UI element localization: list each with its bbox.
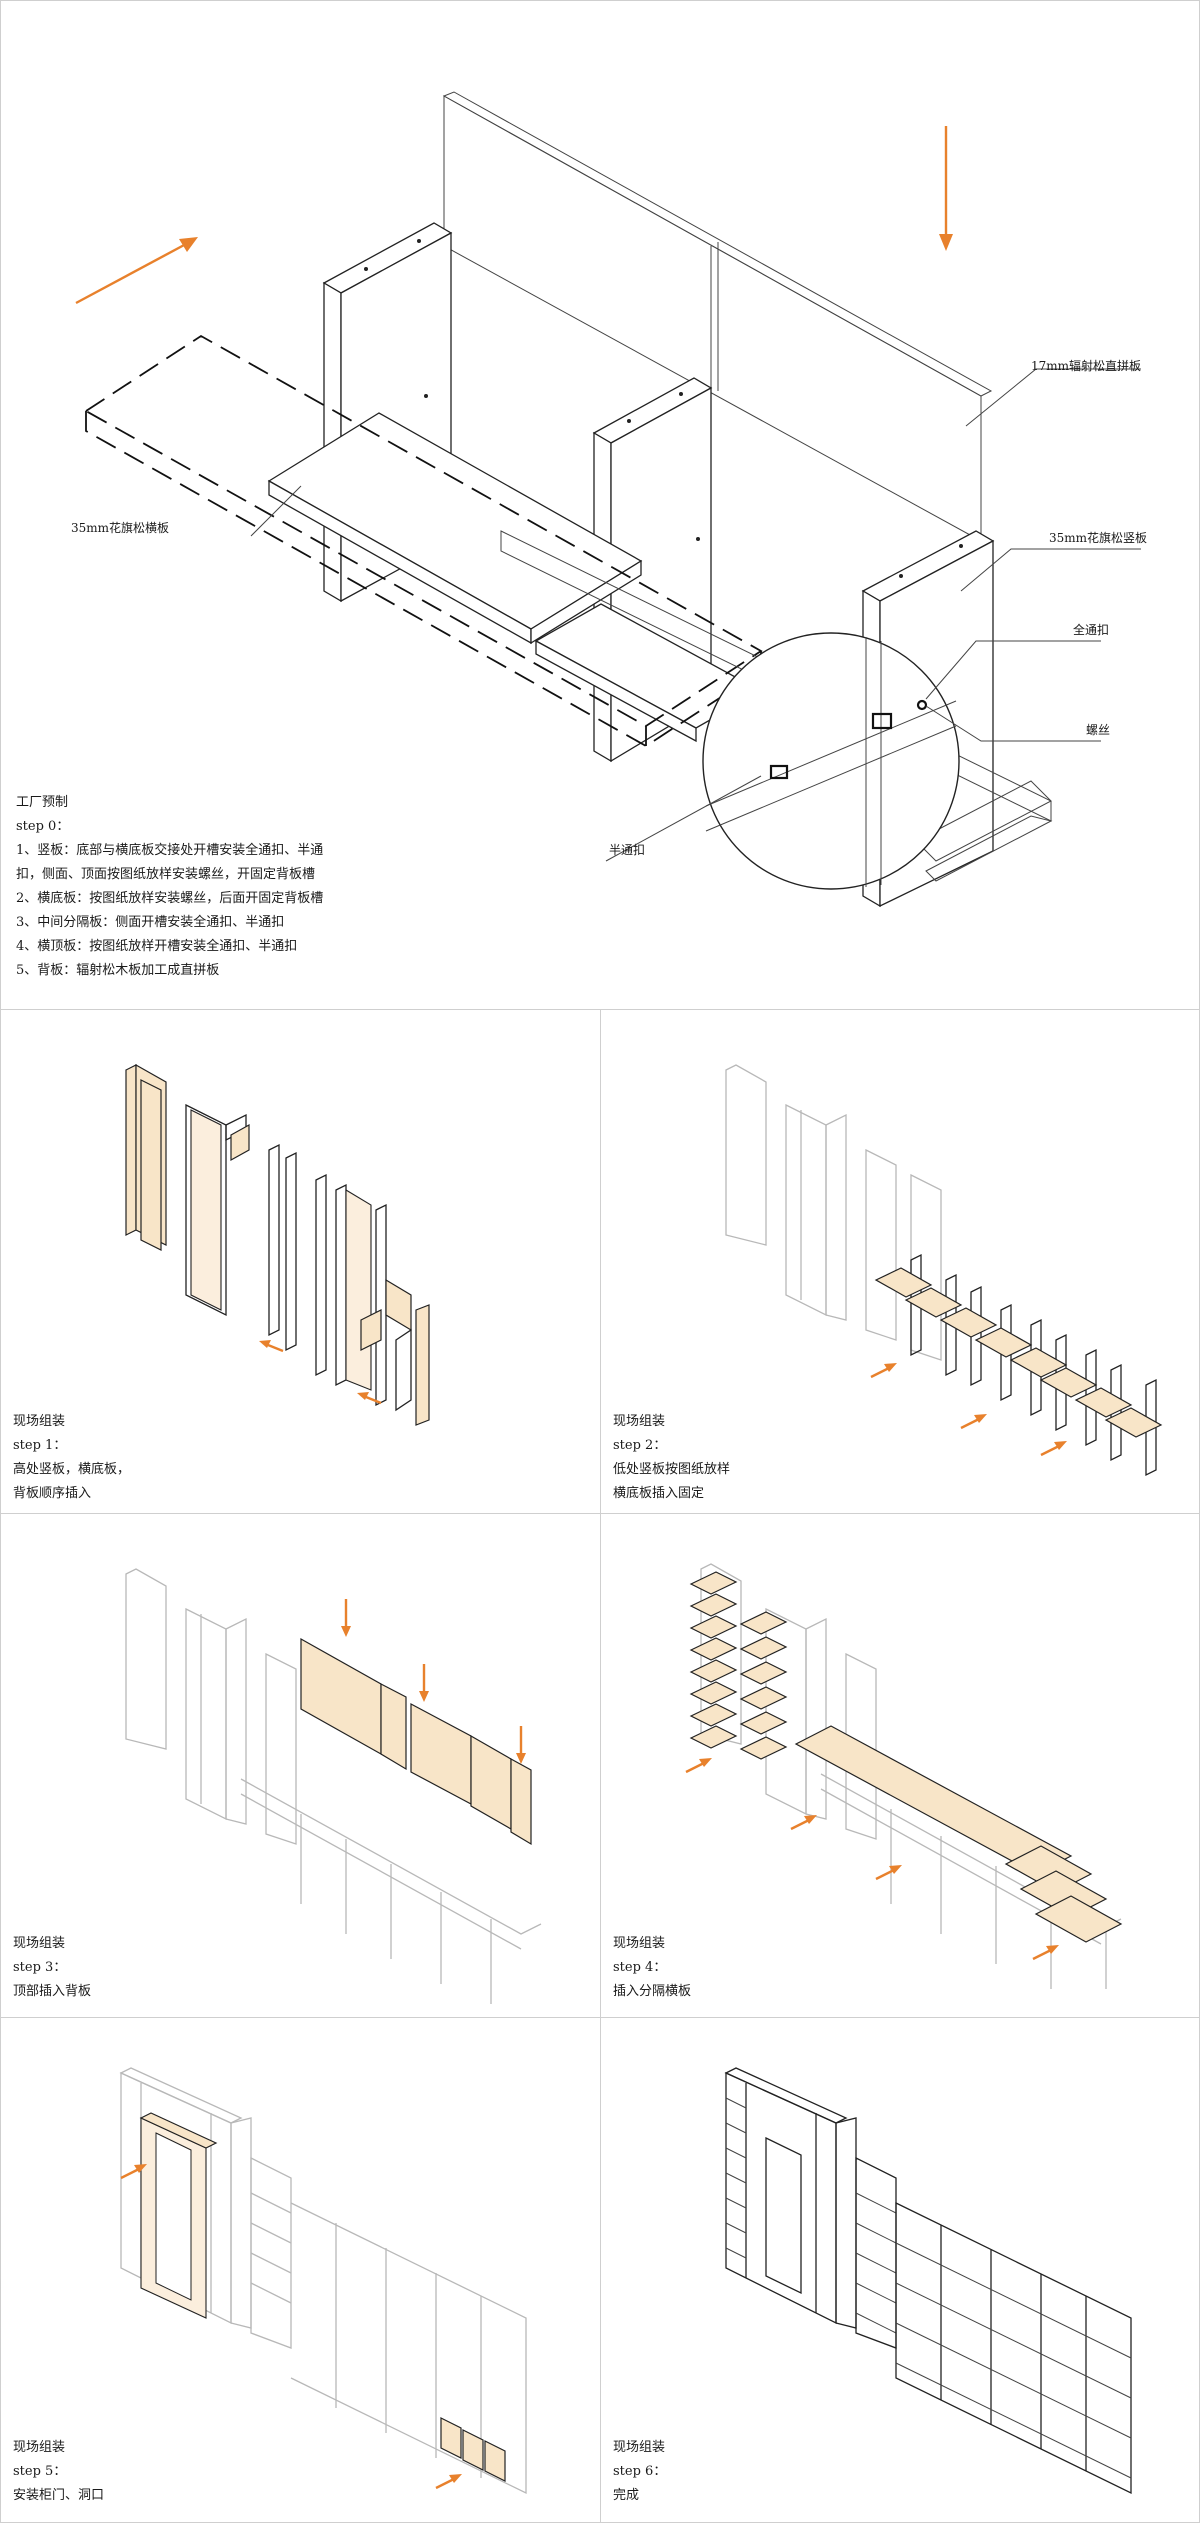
step-1-panel: 现场组装 step 1： 高处竖板，横底板， 背板顺序插入 xyxy=(0,1009,601,1514)
step-line: 低处竖板按图纸放样 xyxy=(613,1462,731,1477)
caption-title: 工厂预制 xyxy=(16,795,69,810)
step-title: 现场组装 xyxy=(13,1936,66,1951)
step-line: 安装柜门、洞口 xyxy=(13,2488,105,2503)
step-line: 横底板插入固定 xyxy=(613,1486,705,1501)
installed-ghost-cabinet xyxy=(125,1568,542,2004)
caption-line: 5、背板：辐射松木板加工成直拼板 xyxy=(16,963,220,978)
step-line: 插入分隔横板 xyxy=(613,1984,692,1999)
step-line: 高处竖板，横底板， xyxy=(13,1462,131,1477)
base-rail-end xyxy=(915,780,1052,862)
caption-line: 3、中间分隔板：侧面开槽安装全通扣、半通扣 xyxy=(16,915,285,930)
step-2-diagram xyxy=(725,1064,1163,1477)
step-number: step 2： xyxy=(613,1438,667,1453)
screw-icon xyxy=(916,699,928,711)
factory-prefab-caption: 工厂预制 step 0： 1、竖板：底部与横底板交接处开槽安装全通扣、半通 扣，… xyxy=(16,791,323,983)
insert-direction-arrow xyxy=(75,242,187,305)
finished-cabinet xyxy=(724,2067,1132,2495)
step-title: 现场组装 xyxy=(13,1414,66,1429)
step-6-caption: 现场组装 step 6： 完成 xyxy=(613,2436,666,2508)
label-half-clip: 半通扣 xyxy=(609,843,646,857)
caption-line: 1、竖板：底部与横底板交接处开槽安装全通扣、半通 xyxy=(16,843,324,858)
step-title: 现场组装 xyxy=(613,1936,666,1951)
step-6-panel: 现场组装 step 6： 完成 xyxy=(600,2017,1200,2523)
step-1-caption: 现场组装 step 1： 高处竖板，横底板， 背板顺序插入 xyxy=(13,1410,130,1506)
floor-boards xyxy=(874,1267,1163,1438)
step-line: 背板顺序插入 xyxy=(13,1486,92,1501)
label-back-panel: 17mm辐射松直拼板 xyxy=(1031,359,1142,373)
step-line: 顶部插入背板 xyxy=(13,1984,92,1999)
caption-line: 4、横顶板：按图纸放样开槽安装全通扣、半通扣 xyxy=(16,939,298,954)
back-panel xyxy=(442,91,993,542)
insert-direction-arrowhead xyxy=(179,237,198,252)
label-vertical-panel: 35mm花旗松竖板 xyxy=(1049,531,1148,545)
step-6-diagram xyxy=(724,2067,1132,2495)
factory-prefab-panel: 17mm辐射松直拼板 35mm花旗松竖板 35mm花旗松横板 全通扣 螺丝 半通… xyxy=(0,0,1200,1010)
step-number: step 5： xyxy=(13,2464,67,2479)
installed-ghost-cabinet xyxy=(725,1064,942,1361)
step-title: 现场组装 xyxy=(613,2440,666,2455)
step-3-diagram xyxy=(125,1568,542,2004)
drop-direction-arrowhead xyxy=(939,234,953,251)
full-clip-icon xyxy=(871,712,893,730)
step-3-caption: 现场组装 step 3： 顶部插入背板 xyxy=(13,1932,91,2004)
mid-vertical-panels xyxy=(268,1143,412,1407)
detail-magnifier xyxy=(702,632,960,890)
step-4-caption: 现场组装 step 4： 插入分隔横板 xyxy=(613,1932,691,2004)
caption-line: 2、横底板：按图纸放样安装螺丝，后面开固定背板槽 xyxy=(16,891,324,906)
caption-line: 扣，侧面、顶面按图纸放样安装螺丝，开固定背板槽 xyxy=(16,867,316,882)
step-number: step 4： xyxy=(613,1960,667,1975)
step-title: 现场组装 xyxy=(613,1414,666,1429)
step-1-diagram xyxy=(125,1063,430,1426)
label-shelf-panel: 35mm花旗松横板 xyxy=(71,521,170,535)
step-5-diagram xyxy=(119,2067,527,2495)
step-2-panel: 现场组装 step 2： 低处竖板按图纸放样 横底板插入固定 xyxy=(600,1009,1200,1514)
step-number: step 6： xyxy=(613,2464,667,2479)
step-line: 完成 xyxy=(613,2488,640,2503)
opening-frame xyxy=(139,2112,218,2319)
step-2-caption: 现场组装 step 2： 低处竖板按图纸放样 横底板插入固定 xyxy=(613,1410,730,1506)
caption-step: step 0： xyxy=(16,819,70,834)
cabinet-doors xyxy=(440,2417,506,2482)
low-vertical-panels xyxy=(360,1304,430,1426)
step-3-panel: 现场组装 step 3： 顶部插入背板 xyxy=(0,1513,601,2018)
step-number: step 1： xyxy=(13,1438,67,1453)
step-5-panel: 现场组装 step 5： 安装柜门、洞口 xyxy=(0,2017,601,2523)
step-title: 现场组装 xyxy=(13,2440,66,2455)
divider-shelves xyxy=(689,1571,1123,1943)
label-full-clip: 全通扣 xyxy=(1073,623,1110,637)
step-4-panel: 现场组装 step 4： 插入分隔横板 xyxy=(600,1513,1200,2018)
label-screw: 螺丝 xyxy=(1086,723,1111,737)
step-5-caption: 现场组装 step 5： 安装柜门、洞口 xyxy=(13,2436,104,2508)
step-number: step 3： xyxy=(13,1960,67,1975)
callout-leaders xyxy=(250,368,1141,862)
step-4-diagram xyxy=(685,1563,1123,1989)
shelf-panel-solid xyxy=(267,412,763,743)
exploded-joint-diagram xyxy=(75,91,1141,908)
back-panels-inserted xyxy=(300,1637,532,1846)
low-vertical-panels xyxy=(910,1253,1157,1477)
base-rail-bottom xyxy=(925,815,1053,882)
half-clip-icon xyxy=(769,764,789,780)
tall-vertical-panels xyxy=(125,1063,250,1317)
